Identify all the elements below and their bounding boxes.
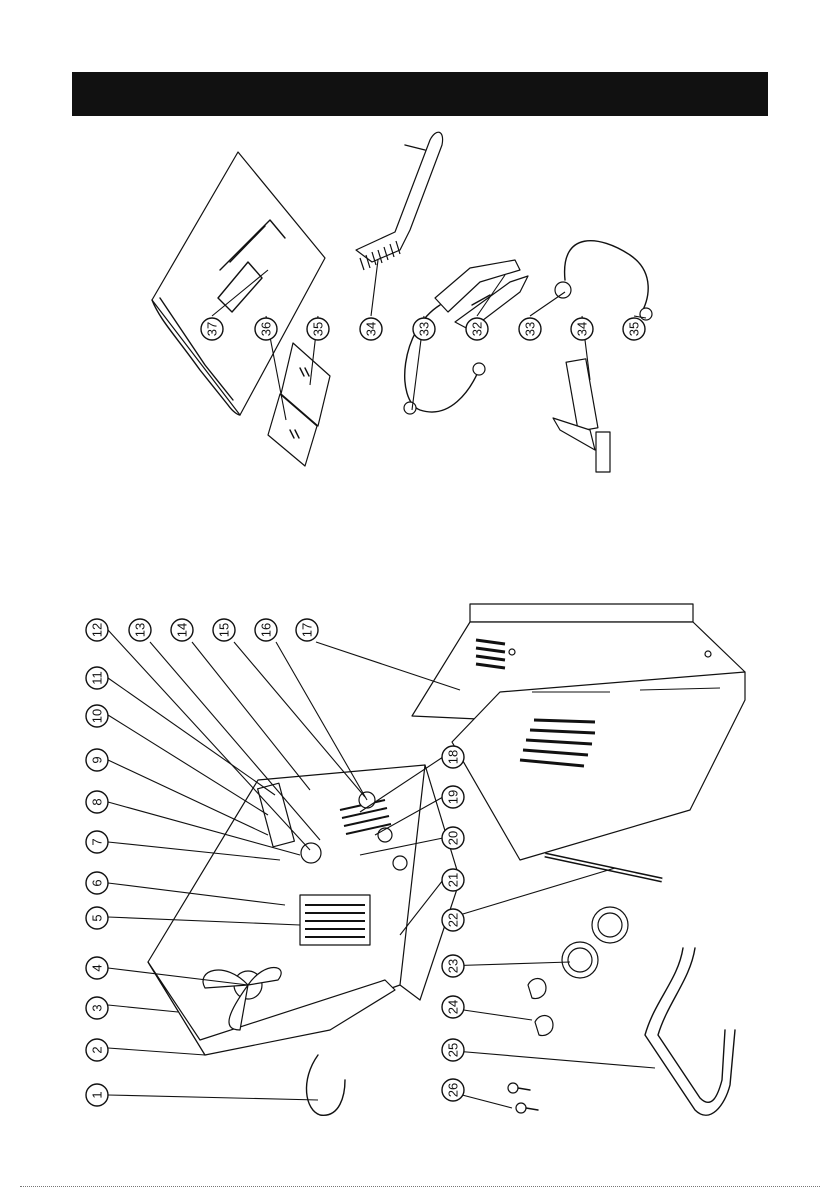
upper-labels: 37 36 35 34 33 32 33 34 35 — [201, 318, 645, 340]
label-19: 19 — [442, 786, 464, 808]
label-12: 12 — [86, 619, 108, 641]
label-3: 3 — [86, 997, 108, 1019]
svg-text:10: 10 — [90, 709, 105, 723]
svg-text:23: 23 — [446, 959, 461, 973]
wheel-cap-part — [528, 979, 553, 1036]
label-1: 1 — [86, 1084, 108, 1106]
wheel-part — [562, 907, 628, 978]
svg-text:6: 6 — [90, 879, 105, 886]
cover-part — [412, 604, 745, 860]
svg-text:35: 35 — [627, 322, 642, 336]
svg-text:4: 4 — [90, 964, 105, 971]
svg-text:20: 20 — [446, 831, 461, 845]
screw-part — [508, 1083, 538, 1113]
label-34: 34 — [360, 318, 382, 340]
label-24: 24 — [442, 996, 464, 1018]
label-18: 18 — [442, 746, 464, 768]
label-26: 26 — [442, 1079, 464, 1101]
label-32: 32 — [466, 318, 488, 340]
svg-text:21: 21 — [446, 873, 461, 887]
label-20: 20 — [442, 827, 464, 849]
lens-glass-part — [268, 343, 330, 466]
label-22: 22 — [442, 909, 464, 931]
label-7: 7 — [86, 831, 108, 853]
svg-text:9: 9 — [90, 756, 105, 763]
svg-text:22: 22 — [446, 913, 461, 927]
label-23: 23 — [442, 955, 464, 977]
label-8: 8 — [86, 791, 108, 813]
svg-text:26: 26 — [446, 1083, 461, 1097]
label-13: 13 — [129, 619, 151, 641]
svg-text:15: 15 — [217, 623, 232, 637]
svg-text:1: 1 — [90, 1091, 105, 1098]
label-35b: 35 — [623, 318, 645, 340]
page-bottom-edge — [20, 1186, 820, 1187]
svg-text:12: 12 — [90, 623, 105, 637]
label-10: 10 — [86, 705, 108, 727]
svg-text:2: 2 — [90, 1046, 105, 1053]
label-25: 25 — [442, 1039, 464, 1061]
wire-brush-part — [356, 132, 443, 270]
label-33b: 33 — [519, 318, 541, 340]
ground-clamp-part — [553, 241, 652, 472]
label-15: 15 — [213, 619, 235, 641]
label-35: 35 — [307, 318, 329, 340]
label-2: 2 — [86, 1039, 108, 1061]
svg-text:8: 8 — [90, 798, 105, 805]
svg-text:34: 34 — [364, 322, 379, 336]
label-9: 9 — [86, 749, 108, 771]
svg-text:32: 32 — [470, 322, 485, 336]
svg-text:5: 5 — [90, 914, 105, 921]
label-33: 33 — [413, 318, 435, 340]
svg-text:13: 13 — [133, 623, 148, 637]
svg-text:37: 37 — [205, 322, 220, 336]
label-21: 21 — [442, 869, 464, 891]
svg-text:17: 17 — [300, 623, 315, 637]
label-16: 16 — [255, 619, 277, 641]
label-37: 37 — [201, 318, 223, 340]
svg-text:18: 18 — [446, 750, 461, 764]
label-11: 11 — [86, 667, 108, 689]
svg-text:11: 11 — [90, 671, 105, 685]
label-17: 17 — [296, 619, 318, 641]
label-6: 6 — [86, 872, 108, 894]
label-36: 36 — [255, 318, 277, 340]
svg-text:34: 34 — [575, 322, 590, 336]
svg-text:7: 7 — [90, 838, 105, 845]
svg-text:35: 35 — [311, 322, 326, 336]
chassis-part — [148, 765, 460, 1115]
svg-text:3: 3 — [90, 1004, 105, 1011]
svg-text:14: 14 — [175, 623, 190, 637]
svg-text:16: 16 — [259, 623, 274, 637]
svg-text:33: 33 — [417, 322, 432, 336]
middle-labels: 18 19 20 21 22 23 24 25 26 — [442, 746, 464, 1101]
svg-text:33: 33 — [523, 322, 538, 336]
label-34b: 34 — [571, 318, 593, 340]
svg-text:25: 25 — [446, 1043, 461, 1057]
svg-text:19: 19 — [446, 790, 461, 804]
svg-text:24: 24 — [446, 1000, 461, 1014]
label-4: 4 — [86, 957, 108, 979]
label-14: 14 — [171, 619, 193, 641]
svg-text:36: 36 — [259, 322, 274, 336]
label-5: 5 — [86, 907, 108, 929]
